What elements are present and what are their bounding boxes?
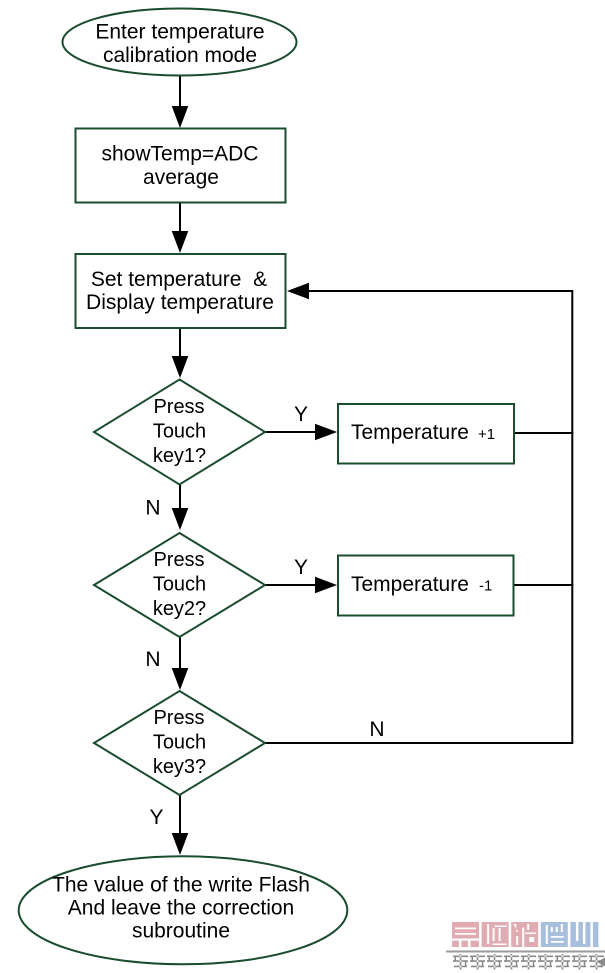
svg-text:Touch: Touch <box>153 732 206 754</box>
svg-text:+1: +1 <box>478 426 495 443</box>
svg-text:Y: Y <box>149 806 163 829</box>
svg-text:N: N <box>145 497 160 520</box>
svg-text:The value of the write Flash: The value of the write Flash <box>52 874 310 897</box>
svg-text:N: N <box>145 648 160 671</box>
svg-text:Temperature: Temperature <box>351 573 469 596</box>
svg-text:showTemp=ADC: showTemp=ADC <box>102 142 259 165</box>
svg-text:Press: Press <box>153 707 204 729</box>
svg-text:Press: Press <box>153 396 204 418</box>
svg-text:key3?: key3? <box>153 756 206 778</box>
svg-text:Y: Y <box>294 556 308 579</box>
svg-text:And leave the correction: And leave the correction <box>68 897 294 920</box>
svg-text:key2?: key2? <box>153 598 206 620</box>
svg-text:key1?: key1? <box>153 445 206 467</box>
svg-text:calibration mode: calibration mode <box>103 44 257 67</box>
svg-text:Touch: Touch <box>153 421 206 443</box>
svg-text:Display temperature: Display temperature <box>86 291 274 314</box>
svg-text:Y: Y <box>294 403 308 426</box>
svg-text:N: N <box>369 718 384 741</box>
svg-text:-1: -1 <box>479 578 492 595</box>
svg-text:Press: Press <box>153 549 204 571</box>
svg-text:Enter temperature: Enter temperature <box>95 21 264 44</box>
svg-text:Temperature: Temperature <box>351 421 469 444</box>
svg-text:Set temperature &: Set temperature & <box>91 268 267 291</box>
svg-text:subroutine: subroutine <box>132 920 230 943</box>
svg-text:average: average <box>143 166 219 189</box>
svg-text:Touch: Touch <box>153 574 206 596</box>
